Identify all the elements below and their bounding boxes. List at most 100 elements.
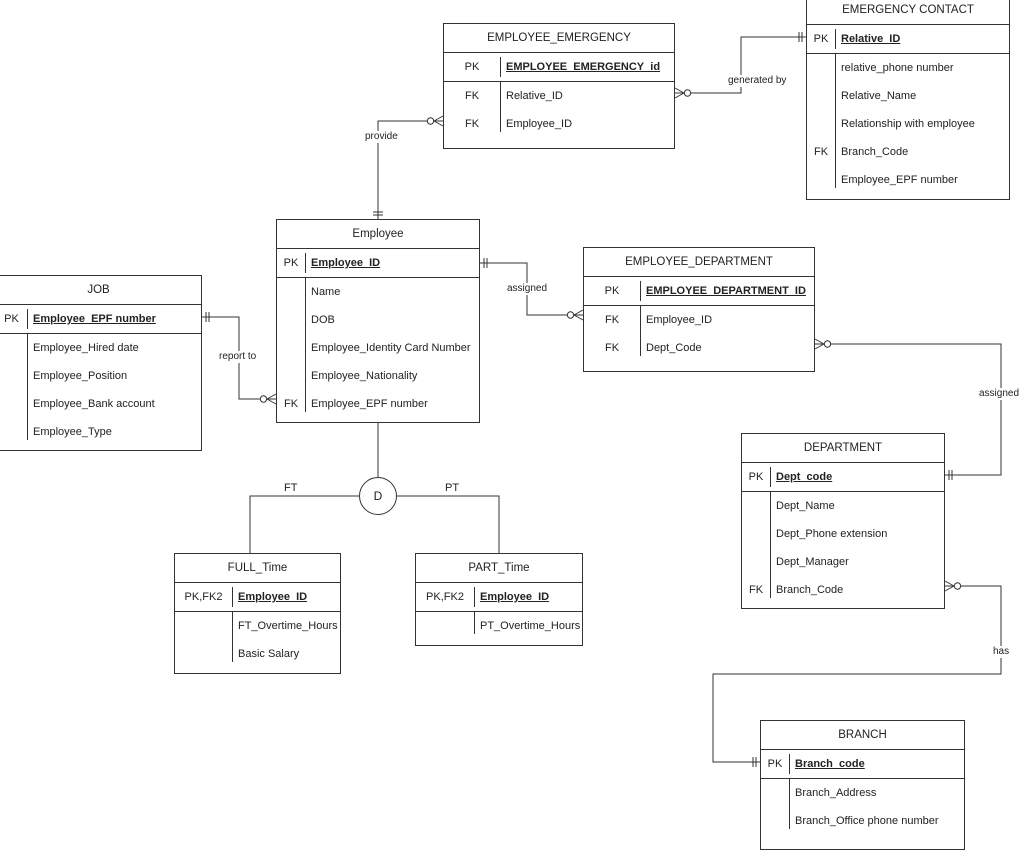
column-divider bbox=[640, 306, 641, 356]
relationship-lines bbox=[202, 32, 1002, 767]
crows-foot-zero-or-many bbox=[814, 338, 825, 345]
attribute-row: Employee_Type bbox=[0, 418, 201, 446]
entity-title: EMPLOYEE_DEPARTMENT bbox=[584, 248, 814, 277]
key-marker: PK,FK2 bbox=[184, 591, 223, 603]
attribute-name: Basic Salary bbox=[238, 648, 300, 660]
attribute-row: DOB bbox=[277, 306, 479, 334]
key-marker bbox=[175, 640, 232, 668]
entity-title: EMERGENCY CONTACT bbox=[807, 0, 1009, 25]
attribute-name: Branch_Office phone number bbox=[795, 815, 939, 827]
column-divider bbox=[789, 754, 790, 774]
attribute-name: Relationship with employee bbox=[841, 118, 975, 130]
specialization-line-ft bbox=[249, 495, 359, 553]
crows-foot-zero-or-many bbox=[573, 314, 584, 321]
crows-foot-zero-or-many bbox=[566, 311, 575, 319]
column-divider bbox=[770, 492, 771, 598]
key-marker bbox=[277, 306, 305, 334]
primary-key-attribute: Employee_ID bbox=[311, 257, 381, 269]
attribute-row: PT_Overtime_Hours bbox=[416, 612, 582, 640]
primary-key-attribute: Branch_code bbox=[795, 758, 865, 770]
relationship-label-report-to: report to bbox=[217, 351, 259, 363]
key-marker bbox=[761, 807, 789, 835]
column-divider bbox=[305, 278, 306, 412]
primary-key-attribute: Relative_ID bbox=[841, 33, 901, 45]
attribute-name: relative_phone number bbox=[841, 62, 954, 74]
entity-title: DEPARTMENT bbox=[742, 434, 944, 463]
primary-key-attribute: EMPLOYEE_EMERGENCY_id bbox=[506, 61, 661, 73]
attribute-row: Dept_Manager bbox=[742, 548, 944, 576]
specialization-label-full-time: FT bbox=[282, 482, 300, 494]
key-marker: PK bbox=[283, 257, 299, 269]
attribute-row: Employee_Hired date bbox=[0, 334, 201, 362]
attribute-name: Branch_Code bbox=[776, 584, 844, 596]
attribute-name: Employee_EPF number bbox=[841, 174, 958, 186]
key-marker bbox=[807, 166, 835, 194]
key-marker: FK bbox=[604, 342, 620, 354]
attribute-row: Relationship with employee bbox=[807, 110, 1009, 138]
crows-foot-zero-or-many bbox=[823, 340, 832, 348]
relationship-label-assigned-emp: assigned bbox=[505, 283, 550, 295]
column-divider bbox=[305, 253, 306, 273]
primary-key-attribute: EMPLOYEE_DEPARTMENT_ID bbox=[646, 285, 806, 297]
key-marker: FK bbox=[283, 398, 299, 410]
column-divider bbox=[27, 334, 28, 440]
attribute-name: Employee_Bank account bbox=[33, 398, 155, 410]
attribute-row: Basic Salary bbox=[175, 640, 340, 668]
attribute-name: FT_Overtime_Hours bbox=[238, 620, 338, 632]
attribute-list: PT_Overtime_Hours bbox=[416, 612, 582, 640]
attribute-row: FT_Overtime_Hours bbox=[175, 612, 340, 640]
primary-key-attribute: Employee_EPF number bbox=[33, 313, 156, 325]
primary-key-attribute: Employee_ID bbox=[480, 591, 550, 603]
key-marker: FK bbox=[604, 314, 620, 326]
column-divider bbox=[770, 467, 771, 487]
primary-key-row: PK Branch_code bbox=[761, 750, 964, 779]
attribute-name: Employee_ID bbox=[646, 314, 713, 326]
relationship-line-assigned-dept bbox=[815, 343, 1002, 476]
column-divider bbox=[232, 612, 233, 662]
entity-employee-department: EMPLOYEE_DEPARTMENT PK EMPLOYEE_DEPARTMENT… bbox=[583, 247, 815, 372]
key-marker: FK bbox=[464, 118, 480, 130]
column-divider bbox=[500, 57, 501, 77]
key-marker bbox=[807, 110, 835, 138]
key-marker: PK bbox=[604, 285, 620, 297]
attribute-name: Branch_Code bbox=[841, 146, 909, 158]
attribute-name: Employee_EPF number bbox=[311, 398, 428, 410]
crows-foot-zero-or-many bbox=[953, 582, 962, 590]
column-divider bbox=[27, 309, 28, 329]
relationship-line-has bbox=[712, 585, 1002, 763]
crows-foot-zero-or-many bbox=[426, 117, 435, 125]
column-divider bbox=[640, 281, 641, 301]
key-marker: FK bbox=[464, 90, 480, 102]
key-marker: PK bbox=[767, 758, 783, 770]
attribute-name: Name bbox=[311, 286, 341, 298]
attribute-name: Employee_Identity Card Number bbox=[311, 342, 471, 354]
crows-foot-zero-or-many bbox=[944, 580, 955, 587]
attribute-name: DOB bbox=[311, 314, 335, 326]
attribute-row: Branch_Address bbox=[761, 779, 964, 807]
key-marker bbox=[277, 362, 305, 390]
attribute-name: Dept_Phone extension bbox=[776, 528, 888, 540]
primary-key-attribute: Dept_code bbox=[776, 471, 833, 483]
key-marker bbox=[277, 278, 305, 306]
attribute-name: Dept_Manager bbox=[776, 556, 849, 568]
crows-foot-zero-or-many bbox=[674, 87, 685, 94]
attribute-row: Branch_Office phone number bbox=[761, 807, 964, 835]
column-divider bbox=[835, 54, 836, 188]
attribute-name: Relative_Name bbox=[841, 90, 917, 102]
crows-foot-zero-or-many bbox=[433, 115, 444, 122]
